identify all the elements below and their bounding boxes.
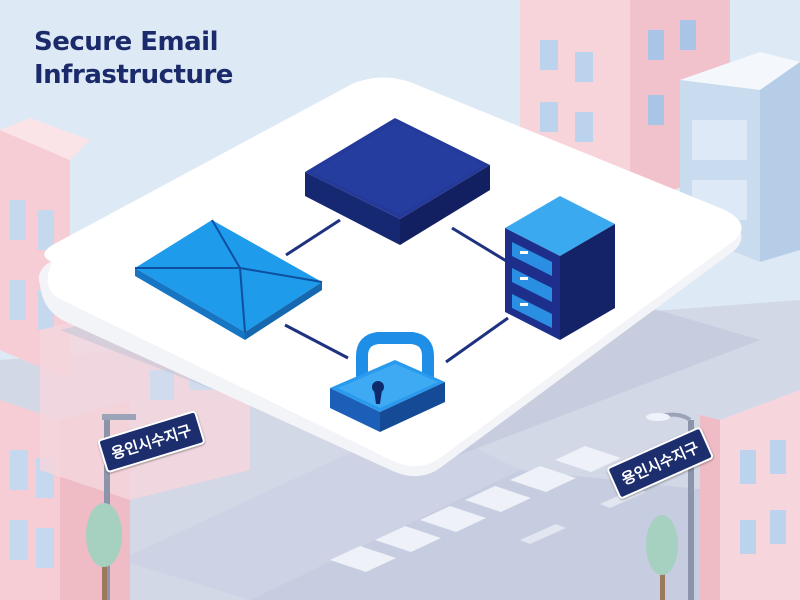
page-title: Secure Email Infrastructure [34,26,233,92]
left-tree [86,503,122,600]
connection-lines [284,218,509,364]
building-bottom-right-pink [700,390,800,600]
server-rack-icon [505,196,615,340]
right-street-lamp [646,412,694,600]
envelope-icon [135,219,323,340]
server-rack-slots [512,242,552,328]
server-block-icon [305,118,490,245]
building-left-pink [0,118,90,380]
crosswalk [330,446,621,572]
edge-email-gateway [285,218,341,257]
edge-email-lock [284,323,349,360]
edge-gateway-server [451,226,509,264]
edge-lock-server [445,316,509,364]
title-line-2: Infrastructure [34,60,233,90]
padlock-icon [330,332,445,432]
title-line-1: Secure Email [34,27,219,57]
platform [38,77,742,477]
right-tree [646,515,678,600]
